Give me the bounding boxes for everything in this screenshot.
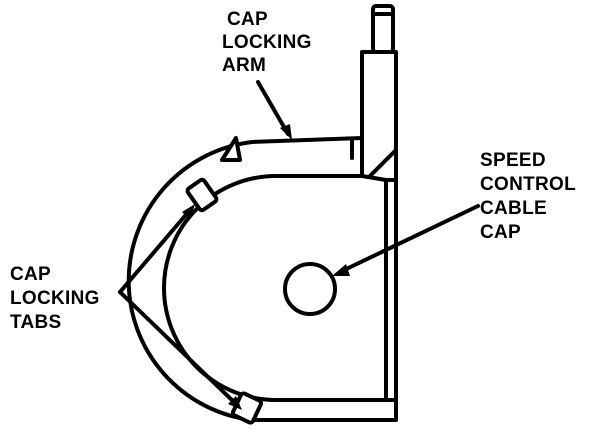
leader-cap-locking-tabs-lower (118, 290, 238, 406)
label-cap-locking-arm: CAP LOCKING ARM (222, 9, 312, 76)
label-line: LOCKING (222, 32, 312, 53)
label-line: TABS (10, 312, 62, 333)
label-line: LOCKING (10, 288, 100, 309)
cap-housing (126, 136, 398, 422)
label-speed-control-cable-cap: SPEED CONTROL CABLE CAP (480, 150, 576, 243)
label-cap-locking-tabs: CAP LOCKING TABS (10, 264, 100, 333)
label-line: CABLE (480, 198, 547, 219)
label-line: CAP (480, 222, 521, 243)
label-line: SPEED (480, 150, 546, 171)
speed-control-cable-cap-hole (283, 262, 337, 316)
leader-speed-control-cable-cap (338, 204, 480, 274)
leader-cap-locking-tabs-upper (118, 208, 192, 294)
label-line: CAP (10, 264, 51, 285)
cap-locking-arm-tip (220, 136, 242, 162)
label-line: CAP (227, 9, 268, 30)
label-line: CONTROL (480, 174, 576, 195)
cable-tube (360, 4, 398, 186)
cap-locking-tab-upper (185, 177, 219, 213)
label-line: ARM (222, 55, 266, 76)
leader-cap-locking-arm (256, 80, 290, 136)
